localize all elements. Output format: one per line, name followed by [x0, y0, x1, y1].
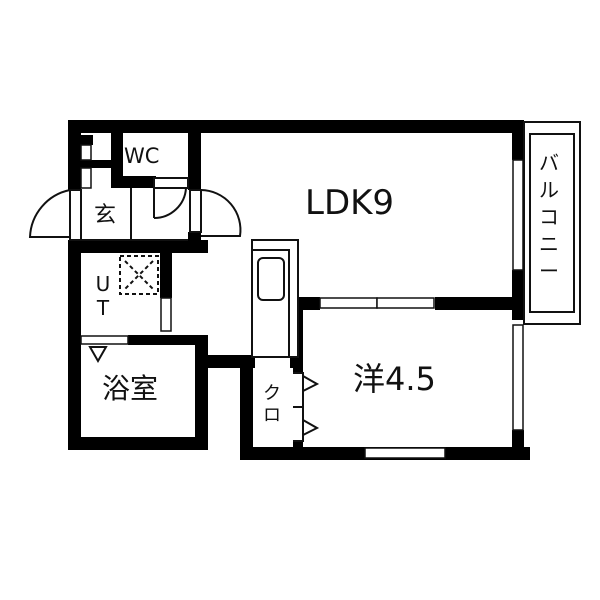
closet-label: クロ [263, 383, 281, 426]
bathroom-label: 浴室 [102, 372, 159, 405]
genkan-label: 玄 [94, 203, 117, 228]
closet-doors [291, 372, 320, 442]
wc-door [153, 177, 189, 220]
western-room-label: 洋4.5 [353, 360, 436, 398]
ldk-label: LDK9 [305, 183, 395, 223]
bath-door-marker [88, 346, 108, 364]
balcony-label: バルコニー [539, 151, 559, 283]
balcony [523, 121, 581, 325]
windows [80, 144, 524, 459]
walls [68, 120, 530, 460]
kitchen-counter [251, 239, 299, 358]
wc-label: WC [124, 144, 160, 168]
utility-label: U T [95, 272, 111, 320]
ldk-door [189, 189, 242, 237]
entrance-door [28, 188, 188, 241]
washer-space [119, 255, 159, 295]
